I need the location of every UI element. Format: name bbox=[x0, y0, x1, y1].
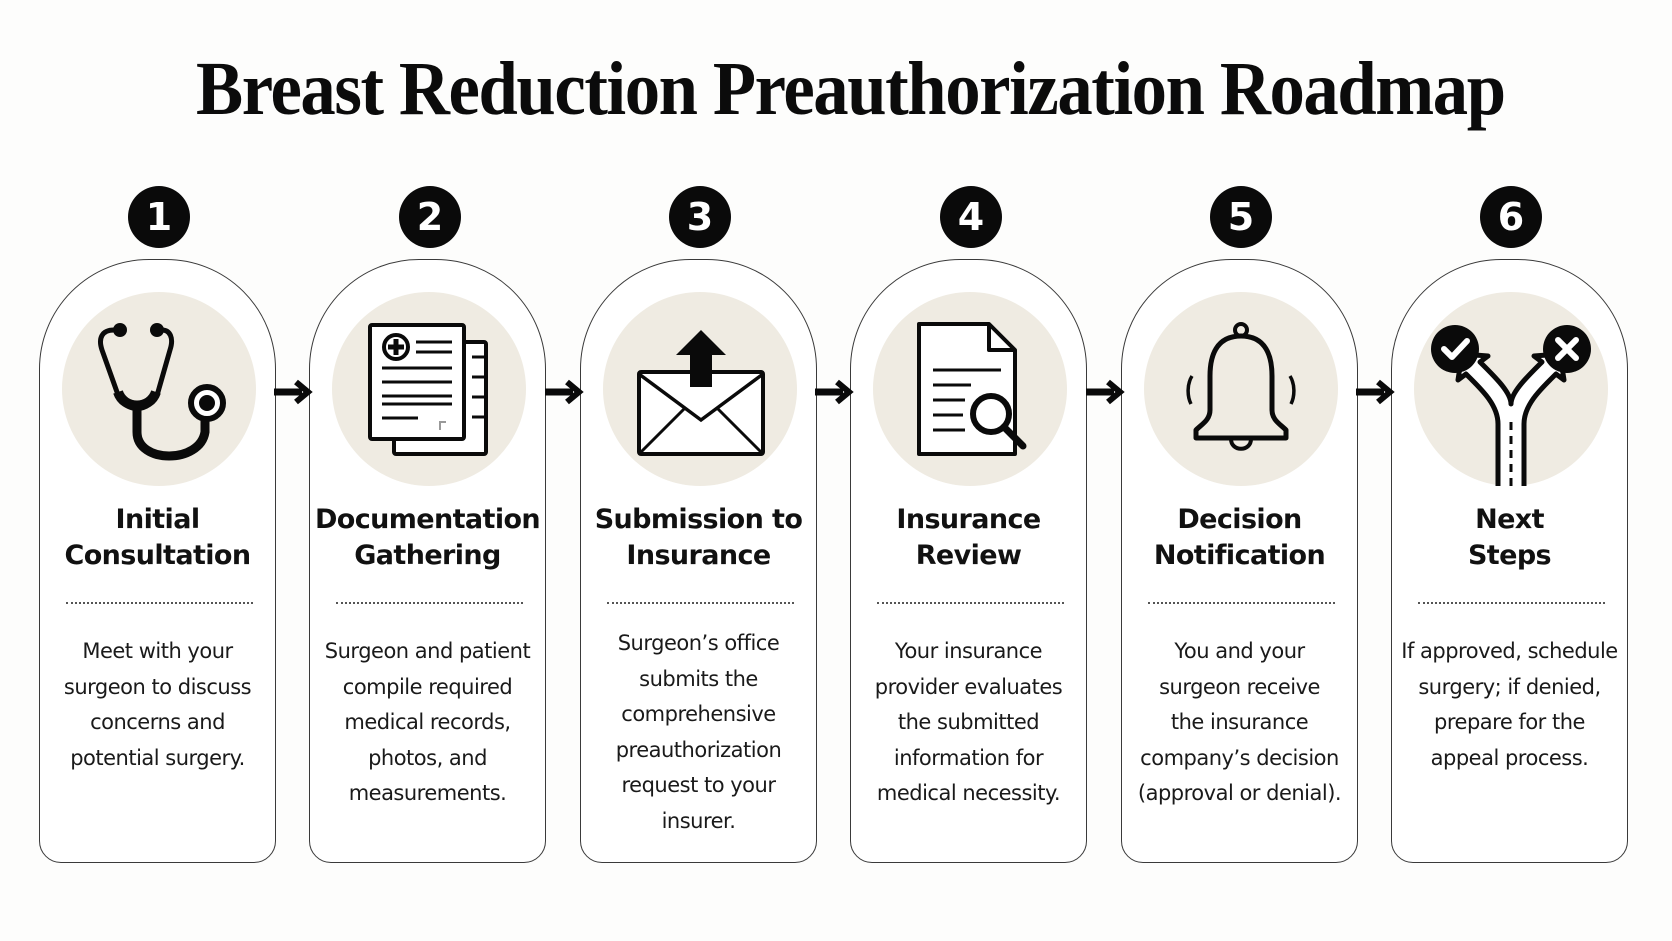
dotted-divider bbox=[877, 602, 1064, 604]
envelope-upload-icon bbox=[603, 292, 797, 486]
dotted-divider bbox=[1148, 602, 1335, 604]
stethoscope-icon bbox=[62, 292, 256, 486]
arrow-right-icon bbox=[815, 379, 854, 405]
dotted-divider bbox=[607, 602, 794, 604]
arrow-right-icon bbox=[274, 379, 313, 405]
dotted-divider bbox=[336, 602, 523, 604]
dotted-divider bbox=[66, 602, 253, 604]
arrow-right-icon bbox=[1356, 379, 1395, 405]
step-4-number-badge: 4 bbox=[940, 186, 1002, 248]
step-3-number-badge: 3 bbox=[669, 186, 731, 248]
arrow-right-icon bbox=[545, 379, 584, 405]
medical-documents-icon bbox=[332, 292, 526, 486]
bell-icon bbox=[1144, 292, 1338, 486]
page-title: Breast Reduction Preauthorization Roadma… bbox=[196, 47, 1506, 131]
step-1-number-badge: 1 bbox=[128, 186, 190, 248]
step-6-number-badge: 6 bbox=[1480, 186, 1542, 248]
step-5-number-badge: 5 bbox=[1210, 186, 1272, 248]
fork-road-approve-deny-icon bbox=[1414, 292, 1608, 486]
arrow-right-icon bbox=[1086, 379, 1125, 405]
document-search-icon bbox=[873, 292, 1067, 486]
step-2-number-badge: 2 bbox=[399, 186, 461, 248]
dotted-divider bbox=[1418, 602, 1605, 604]
